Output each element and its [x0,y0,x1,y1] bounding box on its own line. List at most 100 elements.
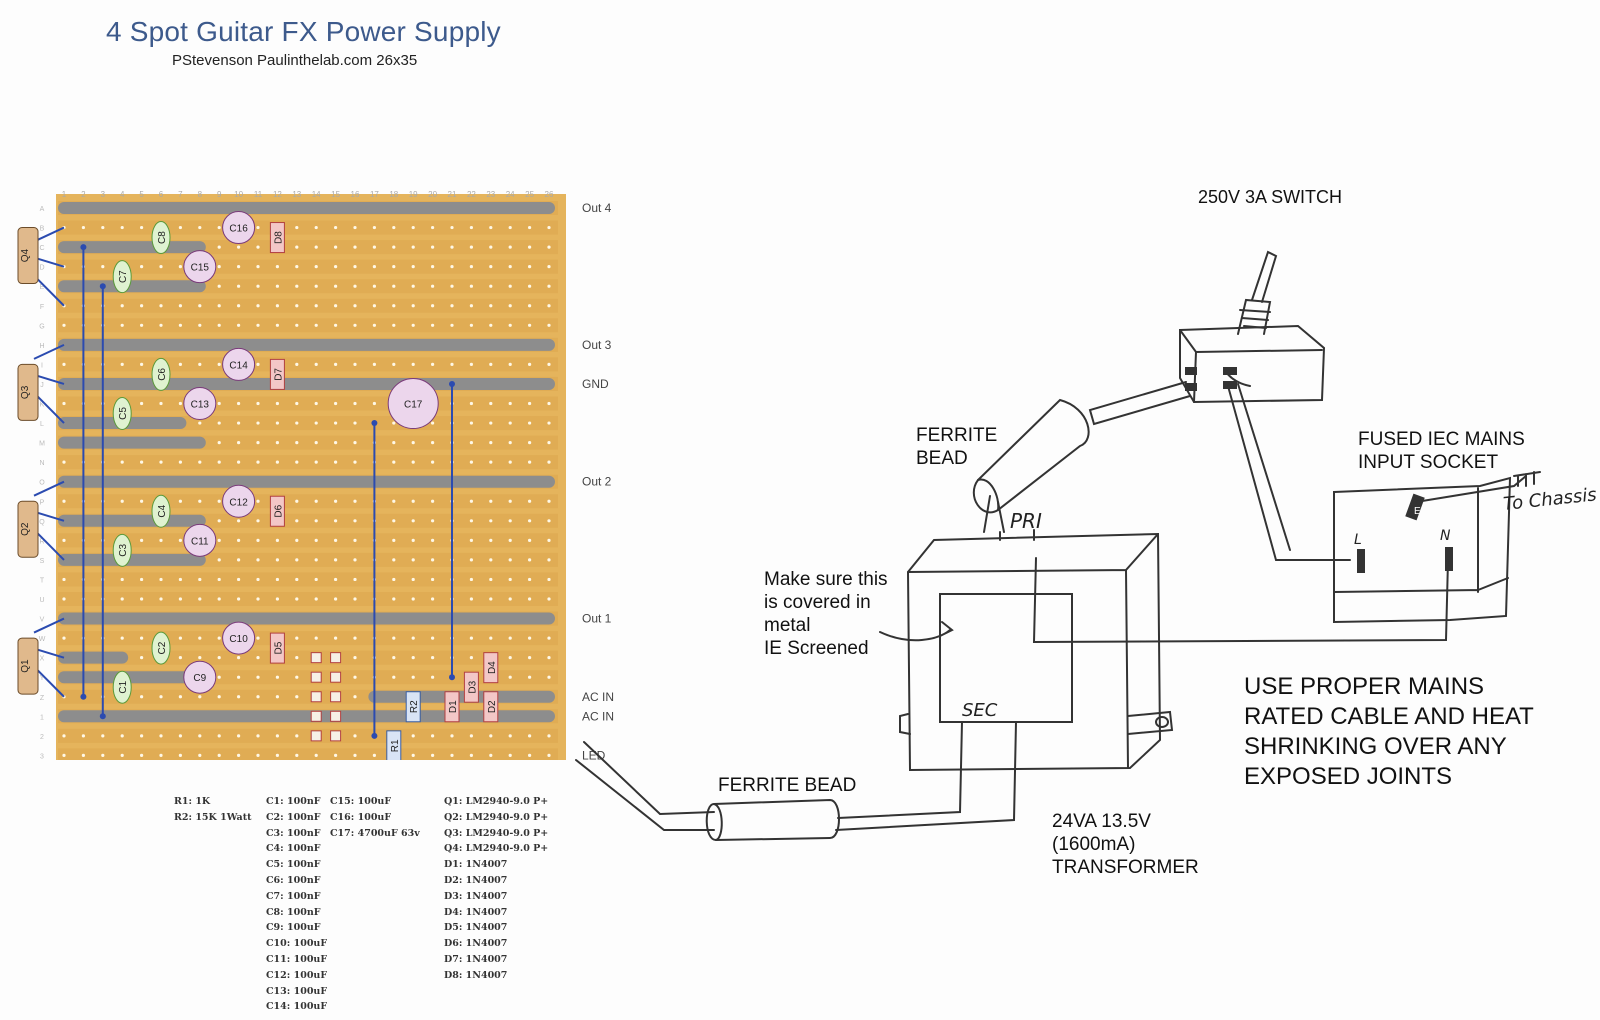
sec-label: SEC [962,700,998,721]
strip-hole [217,225,221,230]
terminal-pad [310,691,322,703]
strip-hole [62,499,66,503]
bus-strip [58,202,555,214]
strip-hole [372,401,376,406]
strip-hole [450,284,454,288]
strip-hole [101,753,105,758]
strip-hole [140,265,144,269]
strip-hole [489,441,493,445]
wire-end [371,732,378,739]
strip-hole [528,265,532,269]
strip-hole [198,225,202,230]
strip-hole [198,577,202,582]
strip-hole [217,675,221,679]
strip-hole [62,636,66,640]
strip-hole [178,323,182,327]
component-label: C4 [157,504,168,517]
strip-hole [372,284,376,288]
iec-n-label: N [1440,528,1451,544]
strip-hole [295,558,299,562]
strip-hole [159,734,163,738]
strip-hole [295,577,299,582]
strip-hole [217,597,221,601]
strip-hole [528,304,532,308]
strip-hole [256,460,260,464]
column-number: 21 [448,190,457,199]
strip-hole [237,401,241,406]
strip-hole [314,519,318,523]
strip-hole [120,460,124,464]
strip-hole [469,460,473,464]
iec-e-label: E [1414,506,1421,517]
column-number: 8 [198,190,203,199]
film-capacitor [112,260,132,294]
strip-hole [431,245,435,249]
bus-strip [58,241,206,254]
strip-hole [295,284,299,288]
strip-hole [314,460,318,464]
strip-hole [217,734,221,738]
strip-hole [353,538,357,542]
strip-hole [256,225,260,230]
strip-hole [547,734,551,738]
strip-hole [489,304,493,308]
film-capacitor [151,494,171,528]
terminal-pad [310,730,322,742]
strip-hole [392,304,396,308]
strip-hole [198,597,202,601]
strip-hole [528,636,532,640]
component-label: R1 [390,739,401,752]
strip-hole [431,597,435,601]
strip-hole [547,441,551,445]
strip-hole [275,558,279,562]
row-letter: Z [40,695,45,702]
strip-hole [81,734,85,738]
strip-hole [450,265,454,269]
strip-hole [217,577,221,582]
strip-hole [140,636,144,640]
strip-hole [62,401,66,406]
component-label: C15 [191,263,210,274]
strip-hole [431,656,435,660]
wire-end [449,380,455,387]
strip-hole [275,753,279,758]
strip-hole [469,636,473,640]
strip-hole [256,753,260,758]
strip-hole [237,734,241,738]
electrolytic-capacitor [387,378,439,429]
row-letter: E [40,284,45,291]
bom-capacitors-large: C15: 100uF C16: 100uF C17: 4700uF 63v [330,796,420,839]
ferrite-bead-bottom [705,798,840,842]
component-label: C10 [229,634,248,645]
strip-hole [372,362,376,366]
strip-hole [314,753,318,758]
strip-hole [469,245,473,249]
strip-hole [450,362,454,366]
strip-hole [469,734,473,738]
strip-hole [198,304,202,308]
resistor [386,730,402,760]
strip-hole [547,597,551,601]
strip-hole [295,753,299,758]
strip-hole [508,558,512,562]
strip-hole [431,636,435,640]
strip-hole [547,519,551,523]
strip-hole [217,636,221,640]
component-label: C17 [404,400,423,411]
strip-hole [547,499,551,503]
strip-hole [431,323,435,327]
strip-hole [198,499,202,503]
fused-iec-label: FUSED IEC MAINS INPUT SOCKET [1358,429,1525,473]
strip-hole [140,362,144,366]
strip-hole [198,362,202,366]
strip-hole [237,441,241,445]
strip-hole [353,695,357,699]
strip-hole [469,401,473,406]
strip-hole [159,304,163,308]
strip-hole [256,401,260,406]
strip-hole [392,636,396,640]
strip-hole [353,519,357,523]
film-capacitor [112,670,132,704]
strip-hole [392,323,396,327]
